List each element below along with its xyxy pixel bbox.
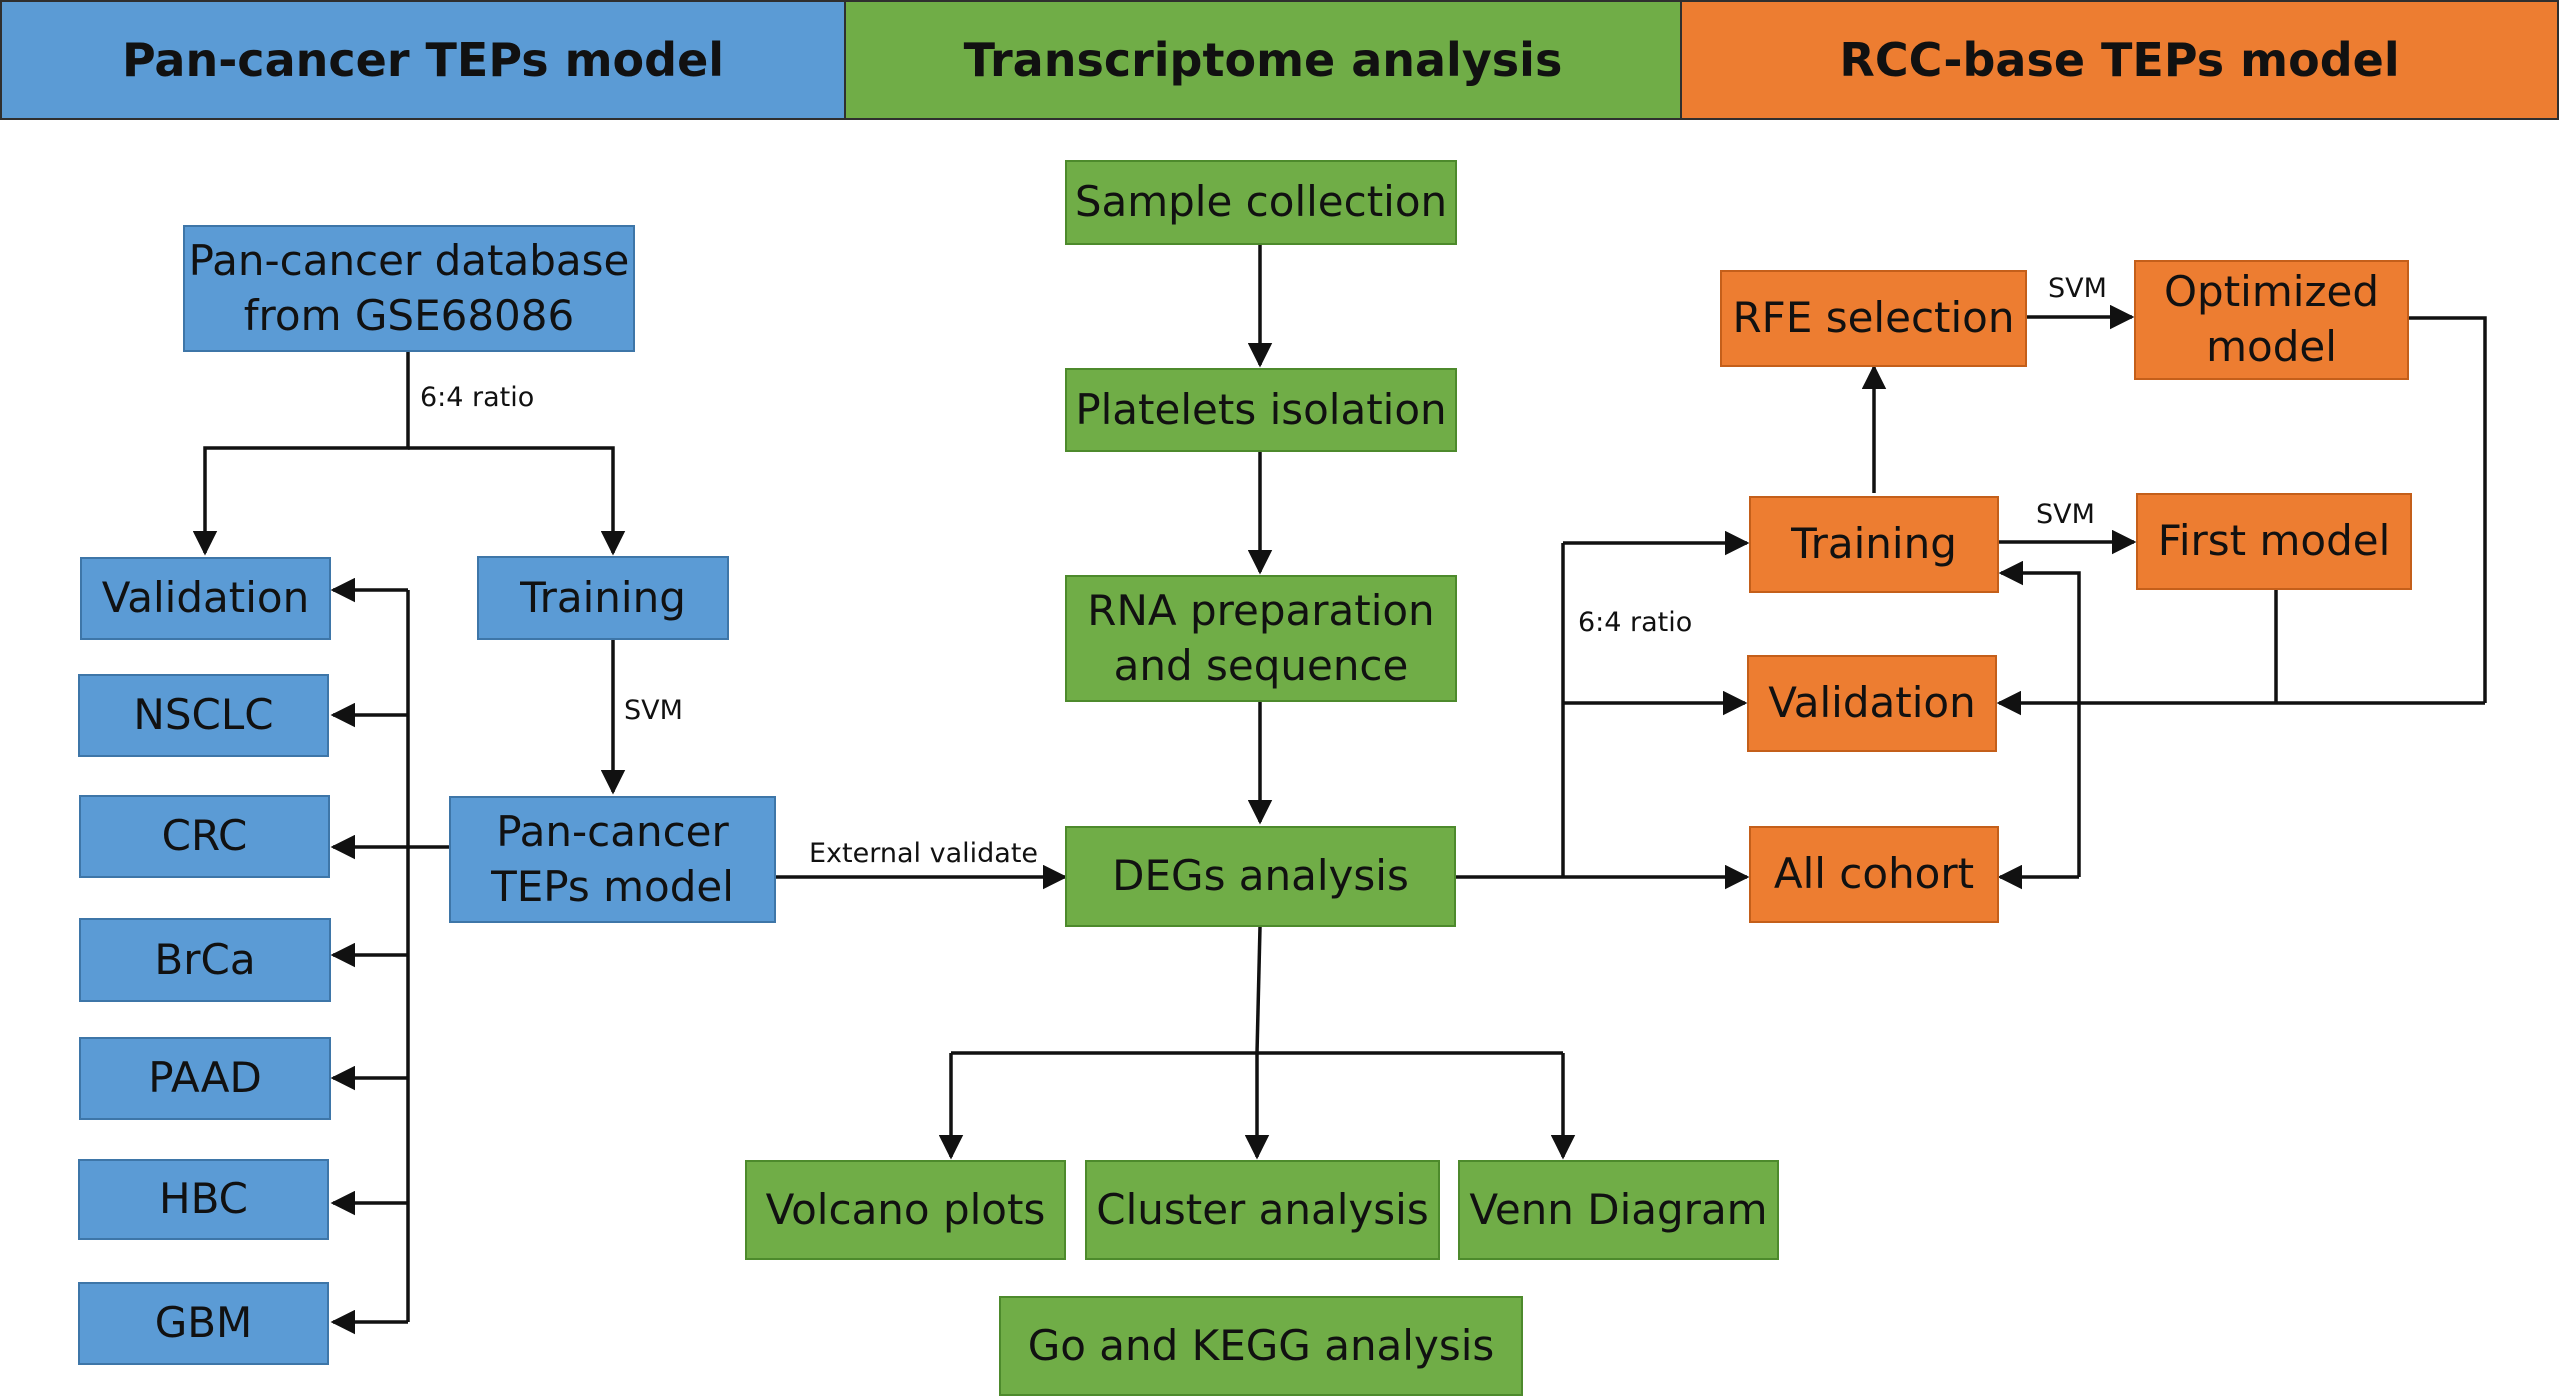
all-cohort-text: All cohort bbox=[1773, 849, 1975, 899]
optimized-model-box: Optimized model bbox=[2134, 260, 2409, 380]
rfe-selection-text: RFE selection bbox=[1732, 293, 2015, 343]
line-degs-down bbox=[1255, 926, 1262, 1054]
header-pan-cancer-text: Pan-cancer TEPs model bbox=[121, 33, 725, 87]
cancer-box-hbc: HBC bbox=[78, 1159, 329, 1240]
cluster-analysis-text: Cluster analysis bbox=[1096, 1184, 1429, 1234]
first-model-box: First model bbox=[2136, 493, 2412, 590]
platelets-isolation-box: Platelets isolation bbox=[1065, 368, 1457, 452]
cancer-label: CRC bbox=[161, 811, 248, 861]
cancer-label: GBM bbox=[154, 1298, 253, 1348]
degs-analysis-box: DEGs analysis bbox=[1065, 826, 1456, 927]
cluster-analysis-box: Cluster analysis bbox=[1085, 1160, 1440, 1260]
pan-svm-label: SVM bbox=[624, 695, 683, 726]
go-kegg-analysis-box: Go and KEGG analysis bbox=[999, 1296, 1523, 1396]
pan-validation-text: Validation bbox=[101, 573, 310, 623]
pan-ratio-label: 6:4 ratio bbox=[420, 382, 535, 413]
cancer-box-crc: CRC bbox=[79, 795, 330, 878]
header-rcc-text: RCC-base TEPs model bbox=[1839, 33, 2400, 87]
go-kegg-analysis-text: Go and KEGG analysis bbox=[1027, 1320, 1495, 1370]
rna-preparation-text: RNA preparation and sequence bbox=[1087, 585, 1435, 690]
pan-cancer-database-text: Pan-cancer database from GSE68086 bbox=[188, 235, 630, 340]
rcc-svm-label-top: SVM bbox=[2048, 273, 2107, 304]
platelets-isolation-text: Platelets isolation bbox=[1075, 384, 1447, 434]
volcano-plots-box: Volcano plots bbox=[745, 1160, 1066, 1260]
cancer-label: BrCa bbox=[154, 934, 256, 984]
rna-preparation-box: RNA preparation and sequence bbox=[1065, 575, 1457, 702]
cancer-box-gbm: GBM bbox=[78, 1282, 329, 1365]
cancer-box-brca: BrCa bbox=[79, 918, 331, 1002]
pan-cancer-database-box: Pan-cancer database from GSE68086 bbox=[183, 225, 635, 352]
header-transcriptome-text: Transcriptome analysis bbox=[963, 33, 1563, 87]
venn-diagram-box: Venn Diagram bbox=[1458, 1160, 1779, 1260]
venn-diagram-text: Venn Diagram bbox=[1469, 1184, 1768, 1234]
cancer-label: HBC bbox=[159, 1174, 248, 1224]
cancer-label: PAAD bbox=[148, 1053, 262, 1103]
arrow-database-to-validation bbox=[192, 352, 410, 556]
pan-cancer-model-box: Pan-cancer TEPs model bbox=[449, 796, 776, 923]
header-pan-cancer: Pan-cancer TEPs model bbox=[0, 0, 846, 120]
rfe-selection-box: RFE selection bbox=[1720, 270, 2027, 367]
cancer-box-nsclc: NSCLC bbox=[78, 674, 329, 757]
sample-collection-box: Sample collection bbox=[1065, 160, 1457, 245]
cancer-box-paad: PAAD bbox=[79, 1037, 331, 1120]
optimized-model-text: Optimized model bbox=[2164, 267, 2379, 371]
rcc-ratio-label: 6:4 ratio bbox=[1578, 607, 1693, 638]
pan-training-text: Training bbox=[520, 572, 686, 622]
rcc-validation-text: Validation bbox=[1768, 678, 1976, 728]
cancer-label: NSCLC bbox=[133, 690, 274, 740]
header-rcc: RCC-base TEPs model bbox=[1680, 0, 2559, 120]
pan-cancer-model-text: Pan-cancer TEPs model bbox=[491, 806, 734, 911]
sample-collection-text: Sample collection bbox=[1074, 177, 1448, 227]
first-model-text: First model bbox=[2157, 516, 2391, 566]
rcc-svm-label-mid: SVM bbox=[2036, 499, 2095, 530]
line-optimized-out bbox=[2409, 316, 2487, 703]
arrow-database-to-training bbox=[408, 446, 626, 556]
arrow-to-training-back bbox=[1998, 560, 2081, 877]
pan-training-box: Training bbox=[477, 556, 729, 640]
all-cohort-box: All cohort bbox=[1749, 826, 1999, 923]
degs-analysis-text: DEGs analysis bbox=[1112, 851, 1409, 901]
pan-validation-box: Validation bbox=[80, 557, 331, 640]
external-validate-label: External validate bbox=[809, 838, 1039, 869]
header-transcriptome: Transcriptome analysis bbox=[844, 0, 1682, 120]
rcc-training-text: Training bbox=[1791, 519, 1957, 569]
volcano-plots-text: Volcano plots bbox=[765, 1184, 1046, 1234]
rcc-validation-box: Validation bbox=[1747, 655, 1997, 752]
rcc-training-box: Training bbox=[1749, 496, 1999, 593]
